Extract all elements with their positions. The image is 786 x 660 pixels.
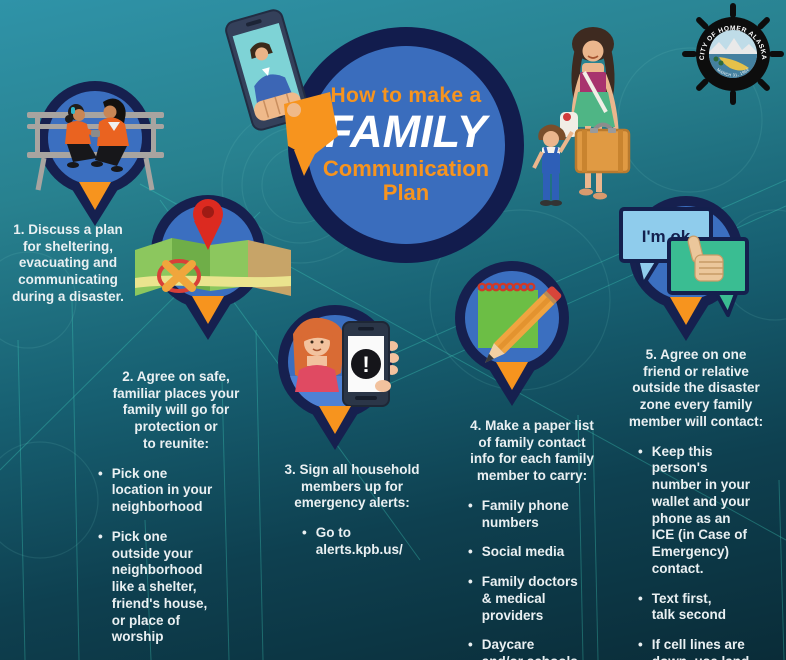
- list-item: • Go to alerts.kpb.us/: [302, 525, 454, 558]
- bullet-dot: •: [468, 497, 473, 513]
- bullet-dot: •: [302, 525, 307, 541]
- bullet-text: Family phone numbers: [481, 497, 569, 530]
- im-ok-chat-bubbles-icon: I'm ok: [619, 207, 749, 317]
- step-3-bullet-list: • Go to alerts.kpb.us/: [250, 525, 454, 558]
- step-2-text: 2. Agree on safe, familiar places your f…: [78, 369, 274, 659]
- bullet-dot: •: [468, 544, 473, 560]
- bullet-text: Family doctors & medical providers: [481, 574, 578, 623]
- list-item: • Pick one location in your neighborhood: [98, 466, 274, 516]
- list-item: • Family doctors & medical providers: [468, 574, 626, 624]
- list-item: • Keep this person's number in your walle…: [638, 444, 786, 578]
- family-with-suitcase-icon: [532, 27, 631, 206]
- step-4-bullet-list: • Family phone numbers • Social media • Fam…: [438, 498, 626, 660]
- bullet-text: Keep this person's number in your wallet…: [651, 443, 751, 576]
- bullet-dot: •: [468, 637, 473, 653]
- pin-step-1: [27, 81, 164, 226]
- step-2-bullet-list: •Pick one location in your neighborhood …: [78, 466, 274, 646]
- woman-with-alert-phone-icon: !: [293, 317, 399, 407]
- pin-step-2: [135, 195, 291, 340]
- step-5-heading: 5. Agree on one friend or relative outsi…: [628, 347, 764, 429]
- step-1-text: 1. Discuss a plan for sheltering, evacua…: [2, 222, 134, 306]
- step-3-text: 3. Sign all household members up for eme…: [250, 462, 454, 572]
- step-2-heading: 2. Agree on safe, familiar places your f…: [112, 369, 240, 451]
- bullet-text: Social media: [481, 544, 565, 560]
- list-item: • Text first, talk second: [638, 591, 786, 624]
- list-item: • Daycare and/or schools: [468, 637, 626, 660]
- pin-step-4: [455, 261, 569, 406]
- step-4-heading: 4. Make a paper list of family contact i…: [470, 418, 594, 484]
- step-5-text: 5. Agree on one friend or relative outsi…: [606, 347, 786, 660]
- thumbs-up-icon: [687, 235, 724, 282]
- title-main: FAMILY: [325, 105, 487, 157]
- bullet-text: Daycare and/or schools: [481, 637, 578, 660]
- list-item: • Social media: [468, 544, 626, 561]
- bullet-dot: •: [638, 590, 643, 606]
- bullet-text: Text first, talk second: [651, 590, 727, 623]
- video-call-phone-icon: [225, 9, 338, 176]
- bullet-text: Pick one outside your neighborhood like …: [111, 528, 208, 645]
- title-inner-circle: How to make a FAMILY Communication Plan: [307, 46, 505, 244]
- bullet-dot: •: [638, 637, 643, 653]
- title-sub2: Plan: [382, 180, 430, 206]
- step-3-heading: 3. Sign all household members up for eme…: [284, 462, 420, 511]
- alert-exclamation: !: [362, 352, 369, 377]
- notepad-pencil-icon: [477, 282, 562, 363]
- bullet-dot: •: [98, 528, 103, 544]
- bullet-dot: •: [638, 443, 643, 459]
- map-with-pin-icon: [135, 199, 291, 296]
- list-item: • Pick one outside your neighborhood like…: [98, 529, 274, 646]
- list-item: • If cell lines are down, use land line p…: [638, 637, 786, 660]
- title-sub1: Communication: [322, 155, 490, 181]
- step-1-heading: 1. Discuss a plan for sheltering, evacua…: [12, 222, 124, 304]
- bullet-text: If cell lines are down, use land line ph…: [651, 637, 750, 660]
- list-item: • Family phone numbers: [468, 498, 626, 531]
- city-of-homer-logo: CITY OF HOMER ALASKA MARCH 31, 1964: [682, 3, 784, 105]
- bullet-text: Pick one location in your neighborhood: [111, 465, 213, 515]
- step-5-bullet-list: • Keep this person's number in your walle…: [606, 444, 786, 660]
- title-badge: How to make a FAMILY Communication Plan: [288, 27, 524, 263]
- pin-step-5: I'm ok: [619, 196, 749, 341]
- bullet-text: Go to alerts.kpb.us/: [315, 525, 403, 557]
- bullet-dot: •: [468, 574, 473, 590]
- step-4-text: 4. Make a paper list of family contact i…: [438, 418, 626, 660]
- people-on-bench-icon: [27, 98, 164, 191]
- pin-step-3: !: [278, 305, 399, 450]
- bullet-dot: •: [98, 465, 103, 481]
- title-intro: How to make a: [330, 83, 482, 107]
